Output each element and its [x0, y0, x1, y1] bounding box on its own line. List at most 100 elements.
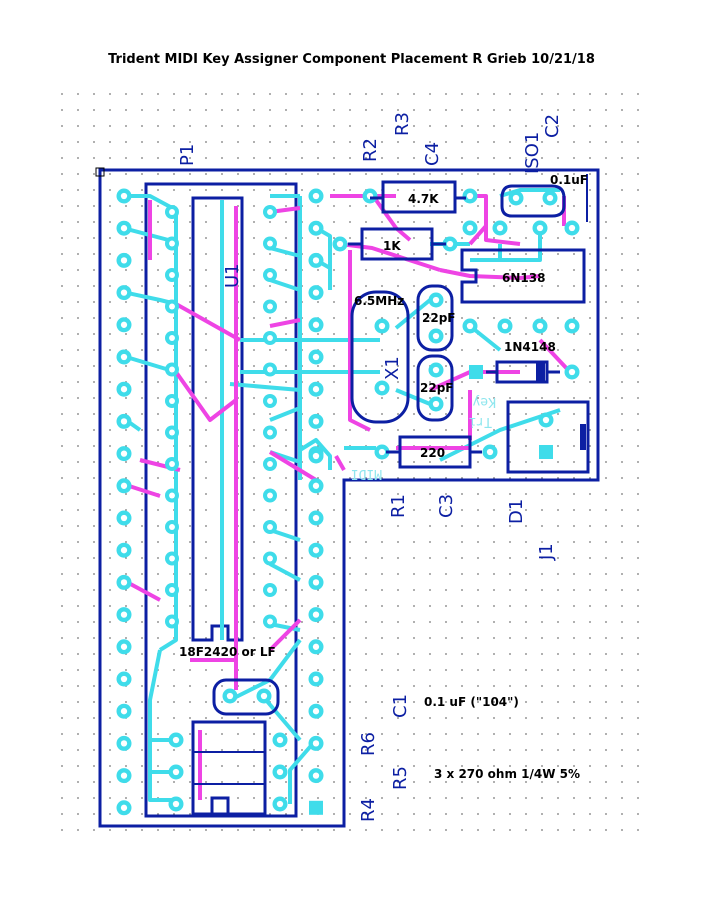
grid-dot	[109, 157, 111, 159]
grid-dot	[301, 701, 303, 703]
grid-dot	[173, 669, 175, 671]
grid-dot	[109, 605, 111, 607]
grid-dot	[157, 621, 159, 623]
grid-dot	[205, 349, 207, 351]
grid-dot	[93, 749, 95, 751]
grid-dot	[509, 93, 511, 95]
p1-pad-hole	[120, 643, 128, 650]
grid-dot	[109, 685, 111, 687]
grid-dot	[637, 637, 639, 639]
grid-dot	[445, 557, 447, 559]
grid-dot	[621, 445, 623, 447]
grid-dot	[365, 685, 367, 687]
grid-dot	[557, 461, 559, 463]
grid-dot	[477, 381, 479, 383]
grid-dot	[605, 637, 607, 639]
grid-dot	[77, 493, 79, 495]
grid-dot	[637, 157, 639, 159]
grid-dot	[477, 765, 479, 767]
grid-dot	[413, 701, 415, 703]
grid-dot	[605, 733, 607, 735]
grid-dot	[509, 461, 511, 463]
grid-dot	[157, 349, 159, 351]
grid-dot	[221, 653, 223, 655]
grid-dot	[93, 493, 95, 495]
grid-dot	[157, 749, 159, 751]
grid-dot	[301, 573, 303, 575]
component-pad-hole	[568, 368, 576, 376]
p1-pad-hole	[120, 450, 128, 457]
grid-dot	[621, 429, 623, 431]
label-r3-value: 1K	[383, 239, 401, 253]
grid-dot	[493, 429, 495, 431]
grid-dot	[445, 781, 447, 783]
grid-dot	[605, 125, 607, 127]
grid-dot	[573, 269, 575, 271]
p1-pad-hole	[120, 225, 128, 232]
rnet-notch	[210, 796, 230, 816]
grid-dot	[349, 125, 351, 127]
grid-dot	[77, 685, 79, 687]
grid-dot	[493, 669, 495, 671]
grid-dot	[525, 413, 527, 415]
grid-dot	[413, 813, 415, 815]
grid-dot	[269, 653, 271, 655]
grid-dot	[333, 509, 335, 511]
grid-dot	[413, 525, 415, 527]
grid-dot	[509, 365, 511, 367]
grid-dot	[525, 669, 527, 671]
grid-dot	[141, 173, 143, 175]
grid-dot	[61, 189, 63, 191]
component-pad-hole	[378, 448, 386, 456]
grid-dot	[397, 749, 399, 751]
grid-dot	[525, 573, 527, 575]
grid-dot	[621, 365, 623, 367]
grid-dot	[61, 813, 63, 815]
grid-dot	[605, 381, 607, 383]
grid-dot	[61, 781, 63, 783]
grid-dot	[61, 589, 63, 591]
grid-dot	[429, 381, 431, 383]
u1-pad-hole	[169, 429, 175, 436]
p1-pad-hole	[120, 321, 128, 328]
grid-dot	[157, 189, 159, 191]
grid-dot	[541, 685, 543, 687]
grid-dot	[413, 669, 415, 671]
grid-dot	[445, 701, 447, 703]
grid-dot	[381, 573, 383, 575]
grid-dot	[189, 717, 191, 719]
grid-dot	[205, 525, 207, 527]
grid-dot	[77, 781, 79, 783]
grid-dot	[221, 141, 223, 143]
grid-dot	[77, 637, 79, 639]
grid-dot	[93, 765, 95, 767]
u1-pad-hole	[169, 303, 175, 310]
grid-dot	[365, 349, 367, 351]
grid-dot	[525, 269, 527, 271]
grid-dot	[461, 765, 463, 767]
grid-dot	[285, 477, 287, 479]
grid-dot	[397, 413, 399, 415]
grid-dot	[381, 733, 383, 735]
u1-pad-hole	[267, 587, 273, 593]
grid-dot	[61, 557, 63, 559]
grid-dot	[477, 173, 479, 175]
grid-dot	[573, 765, 575, 767]
grid-dot	[77, 573, 79, 575]
grid-dot	[589, 493, 591, 495]
p1-pad-hole	[120, 740, 128, 747]
grid-dot	[365, 173, 367, 175]
grid-dot	[461, 669, 463, 671]
grid-dot	[189, 301, 191, 303]
grid-dot	[269, 765, 271, 767]
grid-dot	[221, 781, 223, 783]
grid-dot	[269, 749, 271, 751]
grid-dot	[557, 781, 559, 783]
grid-dot	[77, 189, 79, 191]
grid-dot	[573, 189, 575, 191]
grid-dot	[189, 429, 191, 431]
grid-dot	[509, 445, 511, 447]
grid-dot	[477, 781, 479, 783]
grid-dot	[589, 477, 591, 479]
grid-dot	[605, 797, 607, 799]
